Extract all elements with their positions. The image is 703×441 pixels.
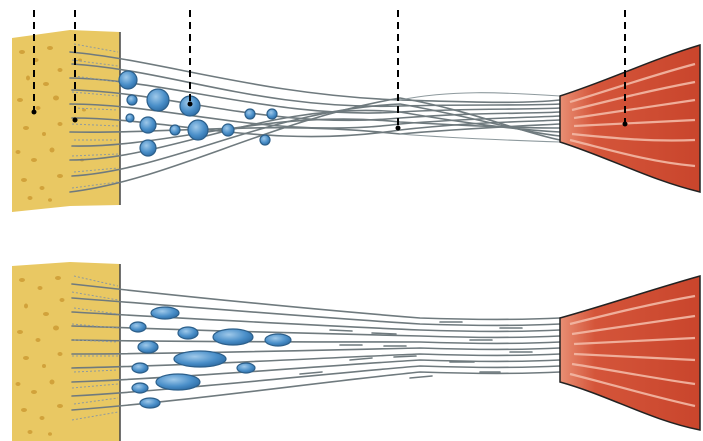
- top-panel: [12, 10, 700, 212]
- muscle-region: [560, 45, 700, 192]
- bottom-panel: [12, 262, 700, 441]
- bone-region: [12, 30, 120, 212]
